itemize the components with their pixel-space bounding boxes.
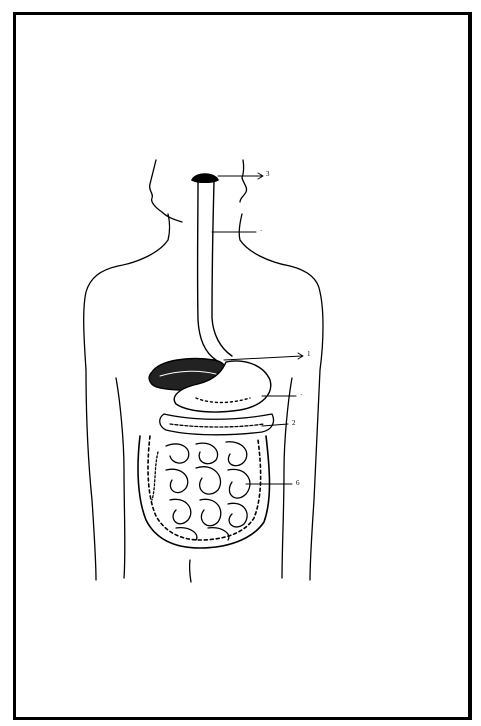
small-intestine [152, 442, 250, 540]
label-intestines: 6 [296, 480, 300, 487]
pointer-cardia [224, 356, 302, 360]
label-pharynx: 3 [266, 171, 270, 178]
label-stomach: · [300, 392, 302, 399]
label-pointers [212, 173, 303, 484]
label-esophagus: · [260, 228, 262, 235]
pancreas [160, 414, 274, 435]
esophagus [198, 182, 232, 360]
label-pancreas: 2 [292, 420, 296, 427]
pharynx [192, 174, 218, 182]
label-cardia: 1 [307, 351, 311, 358]
